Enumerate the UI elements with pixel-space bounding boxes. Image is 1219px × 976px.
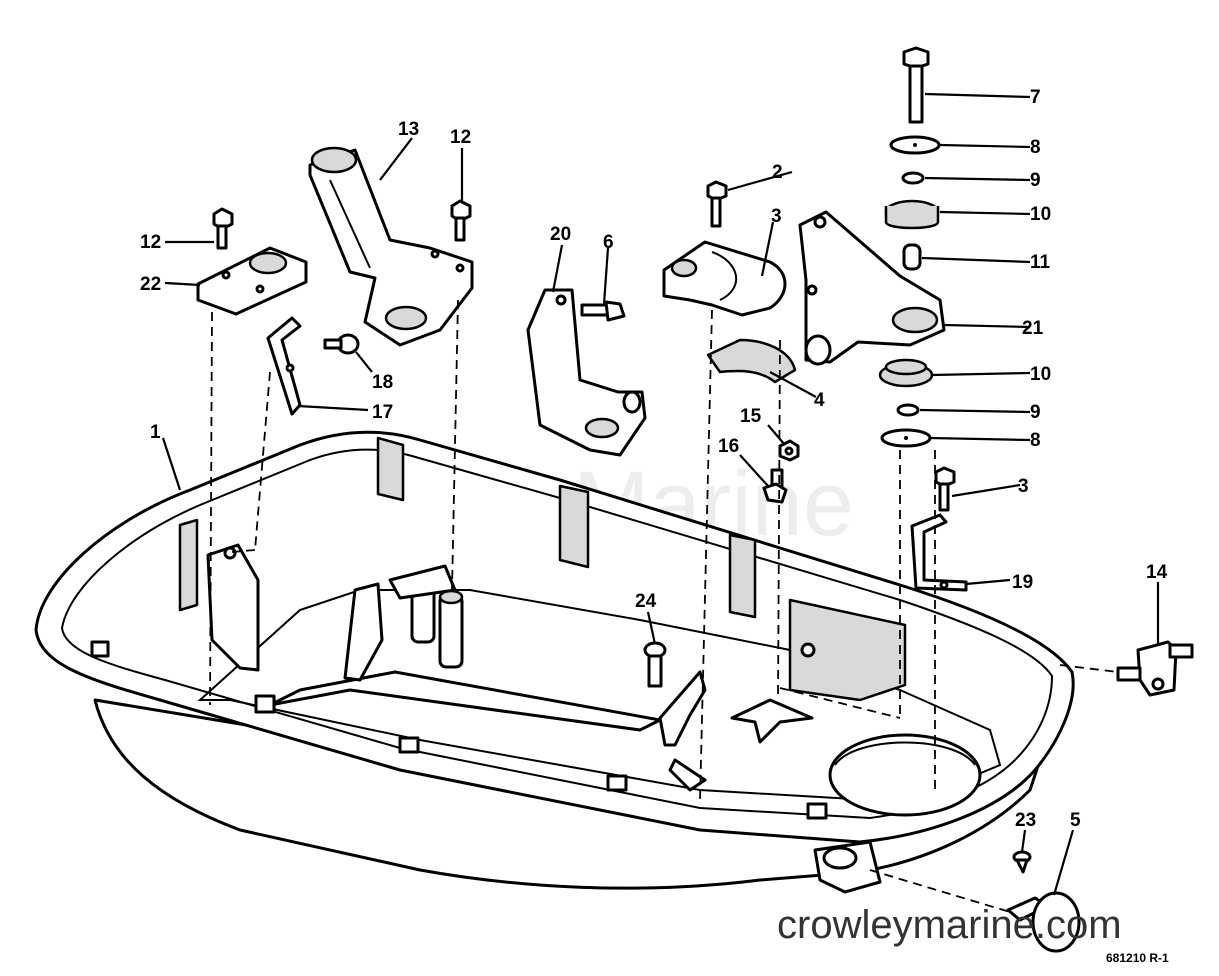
callout-8-lower: 8 — [1030, 430, 1041, 451]
callout-17: 17 — [372, 402, 393, 423]
callout-20: 20 — [550, 224, 571, 245]
bolt-six — [580, 300, 626, 322]
hex-nut — [778, 439, 800, 462]
callout-6: 6 — [603, 232, 614, 253]
hose-clamp — [662, 240, 787, 317]
drawing-reference: 681210 R-1 — [1106, 951, 1169, 965]
callout-16: 16 — [718, 436, 739, 457]
alignment-lines — [209, 299, 1119, 913]
screw-left — [212, 207, 234, 250]
rear-mount-bracket — [526, 288, 647, 457]
rubber-mount-upper — [884, 199, 940, 230]
callout-24: 24 — [635, 591, 657, 612]
callout-21: 21 — [1022, 318, 1044, 339]
small-screw — [323, 333, 360, 355]
callout-18: 18 — [372, 372, 393, 393]
screw-mid — [450, 199, 472, 242]
callout-7: 7 — [1030, 87, 1041, 108]
rubber-mount-lower — [878, 358, 934, 388]
callout-9-upper: 9 — [1030, 170, 1041, 191]
bracket-nineteen — [910, 513, 968, 592]
callout-23: 23 — [1015, 810, 1036, 831]
callout-13: 13 — [398, 119, 419, 140]
small-rivet — [1012, 850, 1032, 874]
drain-plug — [1006, 891, 1081, 953]
callout-1: 1 — [150, 422, 161, 443]
callout-5: 5 — [1070, 810, 1081, 831]
site-url: crowleymarine.com — [777, 903, 1122, 947]
callout-19: 19 — [1012, 572, 1033, 593]
mounting-plate — [196, 246, 308, 316]
fuel-connector — [1116, 640, 1194, 697]
mount-arm — [798, 210, 946, 366]
callout-10-lower: 10 — [1030, 364, 1051, 385]
callout-labels: 1 2 3 3 4 5 6 7 8 8 9 9 10 10 11 12 12 1… — [140, 87, 1168, 831]
lower-motor-cover — [34, 430, 1075, 894]
callout-22: 22 — [140, 274, 161, 295]
screw-sixteen — [762, 468, 788, 504]
callout-14: 14 — [1146, 562, 1168, 583]
callout-11: 11 — [1030, 252, 1051, 273]
vertical-bolt — [902, 46, 930, 124]
upper-mount-bracket — [308, 146, 474, 347]
bolt-three-lower — [934, 466, 956, 512]
callout-15: 15 — [740, 406, 762, 427]
callout-12-mid: 12 — [450, 127, 471, 148]
screw-twenty-four — [643, 641, 667, 688]
flat-washer-upper — [889, 135, 941, 155]
spacer-sleeve — [902, 243, 922, 271]
callout-2: 2 — [772, 162, 783, 183]
saddle-pad — [706, 338, 797, 384]
callout-12-left: 12 — [140, 232, 161, 253]
callout-3-upper: 3 — [771, 206, 782, 227]
flat-washer-lower — [880, 428, 932, 448]
callout-3-lower: 3 — [1018, 476, 1029, 497]
callout-4: 4 — [814, 390, 825, 411]
leader-lines — [161, 92, 1160, 896]
callout-8-upper: 8 — [1030, 137, 1041, 158]
retainer-clip — [266, 316, 302, 416]
lock-washer-lower — [896, 403, 920, 417]
callout-9-lower: 9 — [1030, 402, 1041, 423]
callout-10-upper: 10 — [1030, 204, 1051, 225]
lock-washer-upper — [901, 171, 925, 185]
bolt-two — [706, 180, 728, 228]
